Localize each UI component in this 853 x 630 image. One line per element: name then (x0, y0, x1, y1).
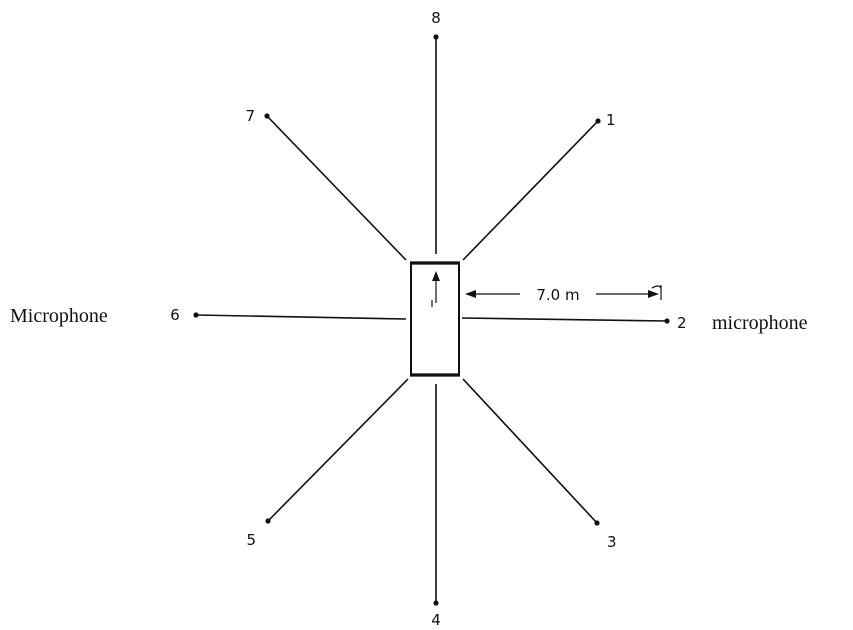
dimension-arrow-icon (465, 290, 476, 298)
mic-label-6: 6 (170, 306, 180, 324)
line-mic-1 (462, 120, 599, 261)
microphone-lines (195, 38, 668, 602)
line-mic-6 (195, 314, 407, 320)
microphone-points (193, 34, 670, 606)
dimension-arrow-right-icon (648, 290, 659, 298)
line-mic-7 (266, 115, 407, 261)
mic-label-5: 5 (246, 531, 256, 549)
line-mic-3 (462, 378, 598, 524)
mic-label-3: 3 (607, 533, 617, 551)
microphone-labels: 8 1 7 6 2 5 3 4 (170, 9, 686, 629)
mic-point-3 (594, 520, 600, 526)
mic-label-8: 8 (431, 9, 441, 27)
mic-label-2: 2 (677, 314, 687, 332)
mic-label-7: 7 (245, 107, 255, 125)
mic-point-4 (433, 600, 439, 606)
right-microphone-label: microphone (712, 312, 808, 334)
distance-label: 7.0 m (536, 286, 579, 304)
mic-point-2 (664, 318, 670, 324)
direction-arrow-icon (431, 271, 440, 307)
mic-point-5 (265, 518, 271, 524)
mic-label-1: 1 (606, 111, 616, 129)
source-box (410, 261, 460, 377)
mic-point-7 (264, 113, 270, 119)
line-mic-2 (461, 317, 668, 322)
left-microphone-label: Microphone (10, 305, 108, 327)
mic-point-6 (193, 312, 199, 318)
line-mic-5 (267, 378, 409, 522)
mic-label-4: 4 (431, 611, 441, 629)
mic-point-8 (433, 34, 439, 40)
mic-point-1 (595, 118, 601, 124)
distance-dimension: 7.0 m (465, 285, 662, 304)
